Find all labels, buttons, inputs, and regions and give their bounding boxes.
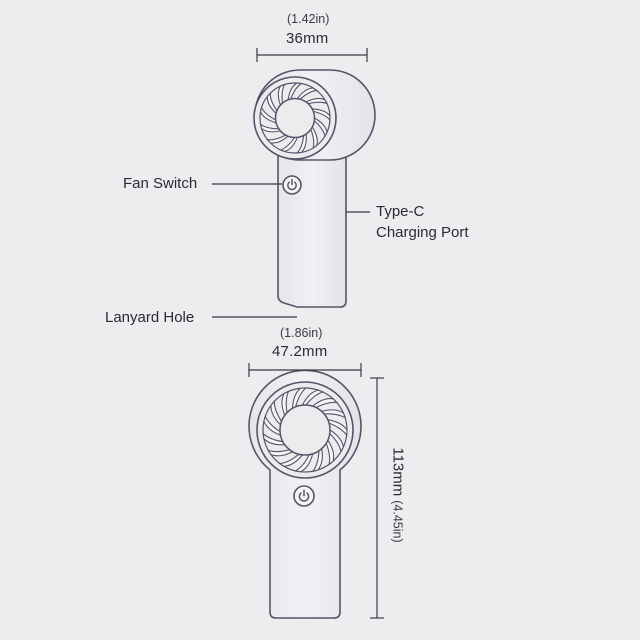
fan-blade [266,449,294,457]
fan-blade [329,429,344,454]
side-width-inches-label: (1.42in) [287,12,330,26]
front-view-fan [256,381,354,479]
front-view-fan-switch [293,485,315,507]
fan-blade [291,387,308,410]
front-height-inches-label: (4.45in) [390,500,405,543]
fan-blade [278,453,304,467]
fan-blade [266,91,278,115]
fan-blade [310,126,318,150]
fan-blade [260,106,277,124]
fan-blade [320,409,347,419]
side-view-fan-switch [282,175,302,195]
fan-blade [295,133,307,154]
fan-blade [277,83,286,107]
fan-blade [266,134,290,144]
fan-blade [259,123,282,133]
fan-blade [301,389,325,406]
fan-blade [325,439,335,466]
fan-blade [313,117,328,138]
front-height-label: 113mm (4.45in) [390,447,407,542]
fan-switch-label: Fan Switch [123,175,198,192]
lanyard-hole-label: Lanyard Hole [105,309,195,326]
fan-blade [263,414,282,437]
fan-blade [305,97,329,105]
side-view-fan-hub [274,97,316,139]
power-button-icon [287,178,297,191]
power-button-icon [298,489,310,502]
fan-blade [311,398,339,409]
side-view-fan [253,76,337,160]
fan-blade [311,108,331,122]
fan-blade [262,432,286,446]
charging-port-label: Type-C Charging Port [376,201,469,243]
fan-blade [281,390,290,417]
charging-port-label-line2: Charging Port [376,224,469,241]
front-view-fan-hub [279,404,331,456]
fan-blade [296,87,319,100]
fan-blade [326,419,348,437]
side-view-handle [277,149,347,308]
fan-blade [287,82,303,101]
fan-blade [279,136,299,152]
side-width-mm-label: 36mm [286,30,329,47]
front-height-mm-label: 113mm [389,447,407,497]
charging-port-label-line1: Type-C [376,203,425,220]
fan-blade [294,453,314,473]
fan-blade-icon [262,387,348,473]
fan-blade-icon [259,82,331,154]
front-width-inches-label: (1.86in) [280,326,323,340]
fan-blade [270,399,283,426]
front-width-mm-label: 47.2mm [272,343,328,360]
fan-blade [311,447,323,473]
